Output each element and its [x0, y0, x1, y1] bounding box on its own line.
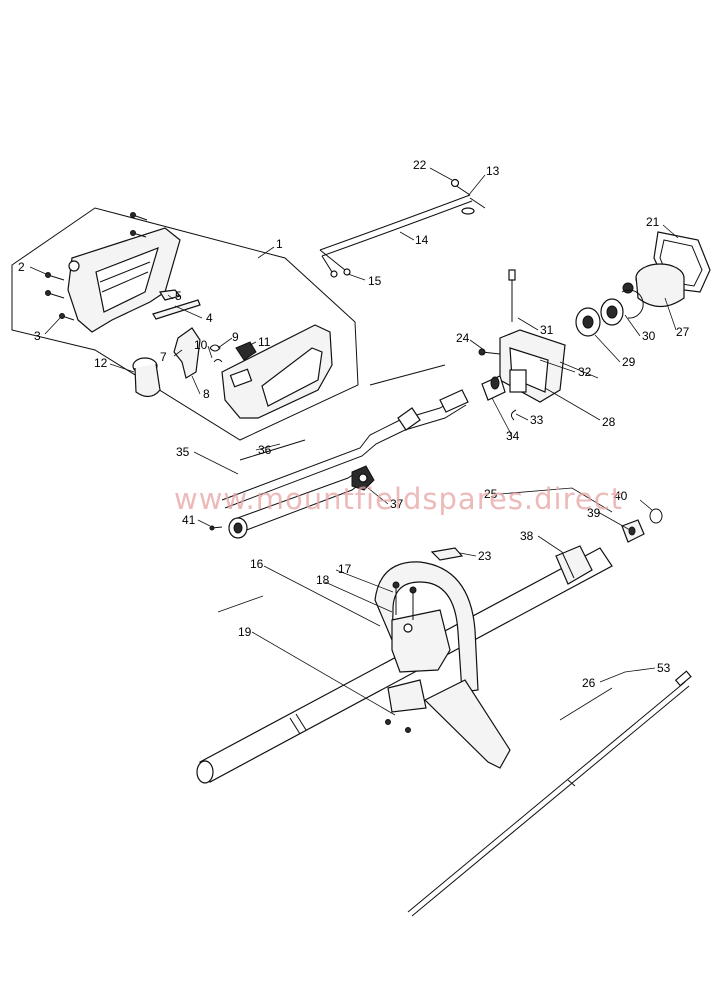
callout-2: 2	[18, 260, 25, 274]
wire-harness-group	[319, 178, 486, 278]
callout-4: 4	[206, 311, 213, 325]
callout-19: 19	[238, 625, 252, 639]
callout-41: 41	[182, 513, 196, 527]
callout-8: 8	[203, 387, 210, 401]
callout-53: 53	[657, 661, 671, 675]
callout-31: 31	[540, 323, 554, 337]
leader-lines	[29, 167, 679, 721]
watermark-text: www.mountfieldspares.direct	[174, 482, 623, 516]
part-callouts: 1 2 3 4 5 7 8 9 10 11 12 13 14 15 16 17 …	[18, 158, 690, 690]
callout-15: 15	[368, 274, 382, 288]
callout-27: 27	[676, 325, 690, 339]
callout-36: 36	[258, 443, 272, 457]
callout-39: 39	[587, 506, 601, 520]
callout-10: 10	[194, 338, 208, 352]
callout-28: 28	[602, 415, 616, 429]
callout-12: 12	[94, 356, 108, 370]
drive-shaft-group	[407, 670, 692, 917]
callout-11: 11	[258, 335, 271, 349]
handle-housing-group	[11, 207, 359, 441]
callout-1: 1	[276, 237, 283, 251]
callout-13: 13	[486, 164, 500, 178]
callout-5: 5	[175, 289, 182, 303]
callout-22: 22	[413, 158, 427, 172]
callout-33: 33	[530, 413, 544, 427]
gear-head-group	[478, 231, 711, 421]
callout-30: 30	[642, 329, 656, 343]
drive-tube-group	[209, 364, 469, 539]
callout-32: 32	[578, 365, 592, 379]
callout-34: 34	[506, 429, 520, 443]
callout-37: 37	[390, 497, 404, 511]
callout-24: 24	[456, 331, 470, 345]
callout-14: 14	[415, 233, 429, 247]
callout-26: 26	[582, 676, 596, 690]
callout-3: 3	[34, 329, 41, 343]
callout-7: 7	[160, 350, 167, 364]
callout-29: 29	[622, 355, 636, 369]
callout-38: 38	[520, 529, 534, 543]
callout-40: 40	[614, 489, 628, 503]
callout-9: 9	[232, 330, 239, 344]
callout-17: 17	[338, 562, 352, 576]
callout-21: 21	[646, 215, 660, 229]
callout-16: 16	[250, 557, 264, 571]
callout-18: 18	[316, 573, 330, 587]
main-shaft-group	[196, 508, 663, 784]
callout-35: 35	[176, 445, 190, 459]
callout-25: 25	[484, 487, 498, 501]
callout-23: 23	[478, 549, 492, 563]
